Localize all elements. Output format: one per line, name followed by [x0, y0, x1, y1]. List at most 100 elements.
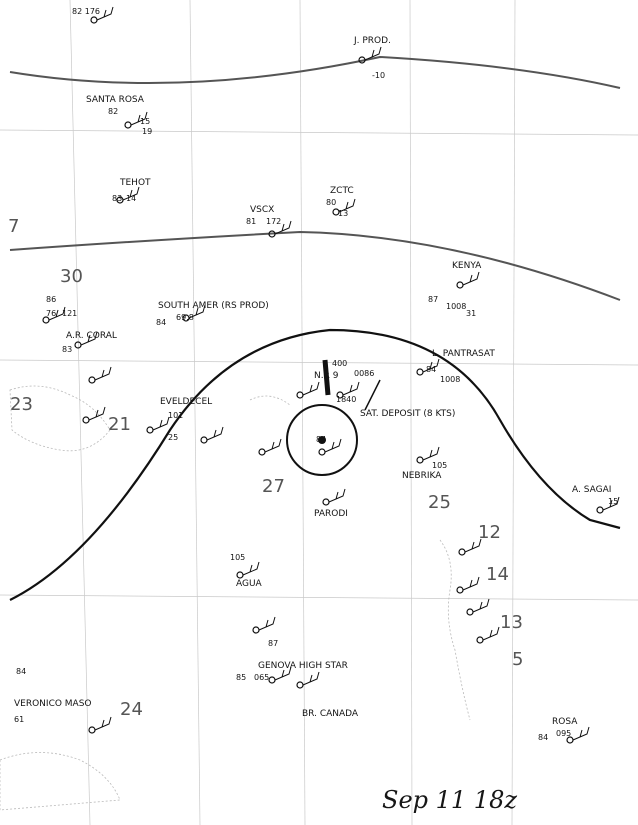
wind-barb: [364, 46, 382, 61]
wind-barb: [462, 576, 480, 591]
station-obs: 82: [108, 107, 118, 116]
big-number: 21: [108, 414, 131, 435]
big-number: 25: [428, 492, 451, 513]
top-corner-label: 82 176: [72, 7, 100, 16]
station-name: ZCTC: [330, 186, 354, 196]
station-obs: 86: [46, 295, 56, 304]
station-circle: [82, 416, 90, 424]
station-obs: 25: [168, 433, 178, 442]
station-name: ROSA: [552, 717, 578, 727]
wind-barb: [464, 538, 482, 553]
wind-barb: [94, 716, 112, 731]
station-circle: [416, 456, 424, 464]
big-number: 30: [60, 266, 83, 287]
station-name: A.R. CORAL: [66, 331, 117, 341]
station-name: NEBRIKA: [402, 471, 442, 481]
station-circle: [124, 121, 132, 129]
station-circle: [236, 571, 244, 579]
station-circle: [258, 448, 266, 456]
big-number: 23: [10, 394, 33, 415]
wind-barb: [152, 416, 170, 431]
wind-barb: [602, 496, 620, 511]
wind-barb: [472, 598, 490, 613]
wind-barb: [274, 220, 292, 235]
station-obs: 14: [126, 194, 136, 203]
station-obs: -10: [372, 71, 385, 80]
coastlines: [0, 385, 471, 811]
wind-barb: [48, 306, 66, 321]
big-numbers: 30 23 21 27 25 24 12 14 13 5 7: [8, 216, 523, 720]
station-name: N.R 9: [314, 371, 339, 381]
station-obs: 87: [268, 639, 278, 648]
track-lines: [9, 55, 621, 601]
wind-barb: [88, 406, 106, 421]
station-circle: [296, 681, 304, 689]
station-name: BR. CANADA: [302, 709, 359, 719]
station-circle: [322, 498, 330, 506]
date-label: Sep 11 18z: [382, 786, 517, 814]
wind-barb: [324, 438, 342, 453]
station-circle: [596, 506, 604, 514]
station-obs: 84: [16, 667, 26, 676]
station-obs: 69.8: [176, 313, 194, 322]
station-obs: 15: [140, 117, 150, 126]
wind-barb: [264, 438, 282, 453]
wind-barb: [328, 488, 346, 503]
station-obs: 84: [538, 733, 548, 742]
station-obs: 84: [156, 318, 166, 327]
wind-barb: [338, 198, 356, 213]
big-number: 14: [486, 564, 509, 585]
station-labels: SANTA ROSA 82 15 19 TEHOT 83 14 ZCTC 80 …: [14, 36, 618, 742]
station-name: SANTA ROSA: [86, 95, 145, 105]
station-circle: [88, 376, 96, 384]
storm-center: [286, 359, 381, 476]
station-name: EVELDECEL: [160, 397, 212, 407]
wind-barb: [422, 446, 440, 461]
station-circle: [252, 626, 260, 634]
station-obs: 15: [608, 497, 618, 506]
station-name: AGUA: [236, 579, 263, 589]
station-marks: [42, 6, 620, 744]
wind-barb: [130, 111, 148, 126]
station-obs: 13: [338, 209, 348, 218]
station-circle: [456, 281, 464, 289]
wind-barb: [122, 186, 140, 201]
station-obs: 095: [556, 729, 571, 738]
station-obs: 83: [112, 194, 122, 203]
wind-barb: [342, 381, 360, 396]
station-circle: [88, 726, 96, 734]
station-name: KENYA: [452, 261, 482, 271]
station-name: PARODI: [314, 509, 348, 519]
station-obs: 83: [62, 345, 72, 354]
wind-barb: [482, 626, 500, 641]
station-name: SOUTH AMER (RS PROD): [158, 301, 269, 311]
station-obs: 1008: [446, 302, 466, 311]
wind-barb: [258, 616, 276, 631]
station-obs: 400: [332, 359, 347, 368]
station-circle: [200, 436, 208, 444]
station-obs: 85: [236, 673, 246, 682]
station-name: A. SAGAI: [572, 485, 611, 495]
station-name: J. PROD.: [353, 36, 391, 46]
wind-barb: [422, 358, 440, 373]
station-name: L. PANTRASAT: [432, 349, 495, 359]
station-obs: 80: [326, 198, 336, 207]
station-circle: [416, 368, 424, 376]
station-name: VERONICO MASO: [14, 699, 92, 709]
station-obs: 172: [266, 217, 281, 226]
wind-barb: [242, 561, 260, 576]
station-name: TEHOT: [119, 178, 151, 188]
big-number: 24: [120, 699, 143, 720]
station-name: SAT. DEPOSIT (8 KTS): [360, 409, 455, 419]
wind-barb: [462, 271, 480, 286]
wind-barb: [188, 304, 206, 319]
station-obs: 1840: [336, 395, 356, 404]
station-obs: 0086: [354, 369, 374, 378]
big-number: 5: [512, 649, 523, 670]
station-obs: 81: [246, 217, 256, 226]
station-obs: 121: [62, 309, 77, 318]
wind-barb: [572, 726, 590, 741]
big-number: 13: [500, 612, 523, 633]
